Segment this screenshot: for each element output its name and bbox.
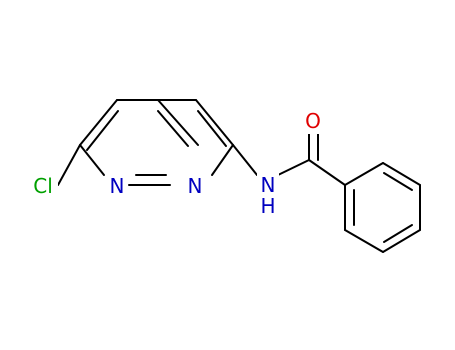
atom-label-o: O [305, 109, 321, 133]
atom-amide-nitrogen: N H [257, 172, 279, 218]
atom-label-nh-h: H [260, 194, 275, 218]
bond [308, 159, 346, 186]
bond [277, 159, 310, 176]
atom-label-nh-n: N [261, 173, 276, 197]
atom-nitrogen-1: N [107, 174, 127, 198]
atom-label-n1: N [110, 174, 125, 198]
atom-layer: Cl N N N H O [26, 109, 324, 218]
bond-layer [57, 99, 421, 253]
atom-label-n8: N [188, 174, 203, 198]
atom-oxygen: O [302, 109, 324, 134]
bond [232, 144, 258, 176]
bond [344, 229, 384, 253]
bond-double-inner [197, 110, 227, 147]
bond [382, 229, 421, 253]
bond [211, 144, 234, 176]
bond-double-inner [383, 172, 413, 191]
bond [79, 99, 118, 146]
atom-nitrogen-8: N [184, 174, 206, 198]
bond [195, 99, 234, 146]
bond [382, 162, 421, 186]
bond [57, 144, 81, 186]
bond [157, 99, 199, 146]
bond [344, 162, 384, 186]
bond-double-inner [86, 110, 119, 151]
bond [79, 144, 105, 176]
atom-label-cl: Cl [33, 174, 53, 198]
bond-double-inner [157, 110, 189, 147]
bond-double-inner [383, 224, 413, 243]
atom-chlorine: Cl [26, 174, 58, 198]
